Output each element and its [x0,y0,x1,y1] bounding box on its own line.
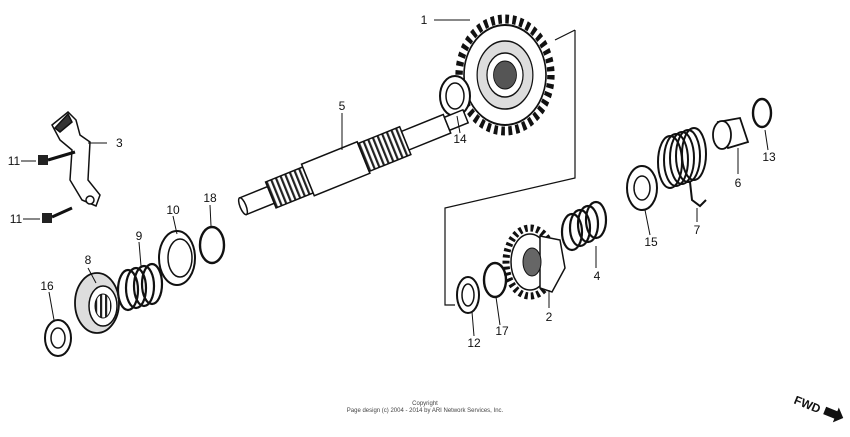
seal-13 [751,97,773,129]
driven-gear [455,14,555,136]
fwd-label: FWD [792,396,823,416]
label-part-15: 15 [644,235,658,249]
washer-15 [626,165,658,211]
label-part-7: 7 [694,223,701,237]
kickstarter-pinion [502,224,566,300]
label-part-9: 9 [136,229,143,243]
thrust-washer-14 [439,75,471,117]
label-part-2: 2 [546,310,553,324]
label-part-16: 16 [40,279,54,293]
label-part-18: 18 [203,191,217,205]
label-part-17: 17 [495,324,509,338]
copyright-heading: Copyright [412,401,438,407]
washer-12 [456,276,480,314]
circlip-18 [198,225,226,265]
ratchet-guide-plate [51,110,101,208]
bolt-11-lower [42,206,73,223]
label-part-5: 5 [339,99,346,113]
label-part-4: 4 [594,269,601,283]
label-part-1: 1 [421,13,428,27]
leader-lines [21,19,769,337]
label-part-3: 3 [116,136,123,150]
label-part-11-lower: 11 [10,212,23,226]
ratchet-spring-9 [116,262,164,312]
label-part-11-upper: 11 [8,154,21,168]
spring-collar-6 [712,116,750,150]
part-number-labels: 1 2 3 4 5 6 7 8 9 10 11 11 12 13 14 15 1… [8,13,776,350]
forward-direction-arrow: FWD [792,396,844,423]
pinion-spring-4 [560,200,608,252]
label-part-8: 8 [85,253,92,267]
return-spring-7 [657,127,707,208]
label-part-10: 10 [166,203,180,217]
kickstarter-spindle [237,108,470,216]
bolt-11-upper [38,150,76,165]
label-part-13: 13 [762,150,776,164]
label-part-12: 12 [467,336,481,350]
washer-10 [158,230,196,286]
washer-16 [44,319,72,357]
starter-ratchet-8 [74,272,120,334]
assembly-bracket [444,29,576,306]
copyright-line: Page design (c) 2004 - 2014 by ARI Netwo… [346,408,504,414]
label-part-14: 14 [453,132,467,146]
label-part-6: 6 [735,176,742,190]
circlip-17 [482,261,508,299]
